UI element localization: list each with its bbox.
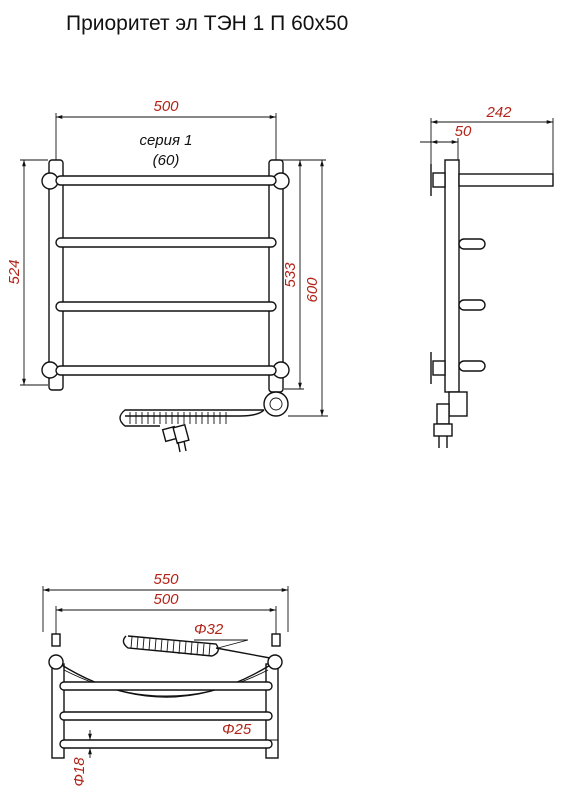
heater-diameter-label: Φ32 xyxy=(194,621,224,638)
top-view: 550 500 Φ32 Φ25 xyxy=(42,571,289,787)
top-curved-rung xyxy=(59,663,273,698)
side-view: 242 50 xyxy=(420,104,554,448)
heater-diameter-leader xyxy=(217,639,249,649)
plug-icon xyxy=(161,423,190,453)
top-end-ball-right xyxy=(267,654,283,670)
top-end-ball-left xyxy=(48,654,64,670)
series-note-line2: (60) xyxy=(153,152,180,169)
front-view: 500 серия 1 (60) 524 533 600 xyxy=(6,98,328,453)
heater-knob xyxy=(263,391,289,417)
front-height-mid-dimension-label: 533 xyxy=(282,262,299,288)
side-rung-stub-2 xyxy=(458,238,486,250)
side-rung-stub-3 xyxy=(458,299,486,311)
rung-4 xyxy=(55,365,277,376)
side-heater-housing xyxy=(448,391,468,417)
heater-cord xyxy=(119,409,265,427)
rung-1 xyxy=(55,175,277,186)
top-wall-mount-left xyxy=(51,633,61,647)
top-wall-mount-right xyxy=(271,633,281,647)
pipe-diameter-label: Φ25 xyxy=(222,721,252,738)
front-height-right-dimension-label: 600 xyxy=(304,277,321,303)
rung-2 xyxy=(55,237,277,248)
top-rung-1 xyxy=(59,681,273,691)
top-outer-width-dimension-label: 550 xyxy=(153,571,179,588)
front-height-left-dimension-label: 524 xyxy=(6,259,23,284)
side-plug-icon xyxy=(433,403,453,448)
top-rung-2 xyxy=(59,711,273,721)
rung-diameter-label: Φ18 xyxy=(71,757,88,787)
side-depth-dimension-label: 242 xyxy=(485,104,512,121)
side-bracket-top xyxy=(430,164,446,196)
series-note-line1: серия 1 xyxy=(139,132,192,149)
drawing-title: Приоритет эл ТЭН 1 П 60x50 xyxy=(66,12,349,35)
side-bracket-bottom xyxy=(430,352,446,384)
side-rung-stub-4 xyxy=(458,360,486,372)
side-post xyxy=(444,159,460,393)
rung-3 xyxy=(55,301,277,312)
left-post xyxy=(48,159,64,391)
right-post xyxy=(268,159,284,393)
top-inner-width-dimension-label: 500 xyxy=(153,591,179,608)
top-heater-coil xyxy=(122,635,271,659)
side-offset-dimension-label: 50 xyxy=(455,123,472,140)
top-rung-3 xyxy=(59,739,273,749)
side-top-rung xyxy=(458,173,554,187)
front-width-dimension-label: 500 xyxy=(153,98,179,115)
